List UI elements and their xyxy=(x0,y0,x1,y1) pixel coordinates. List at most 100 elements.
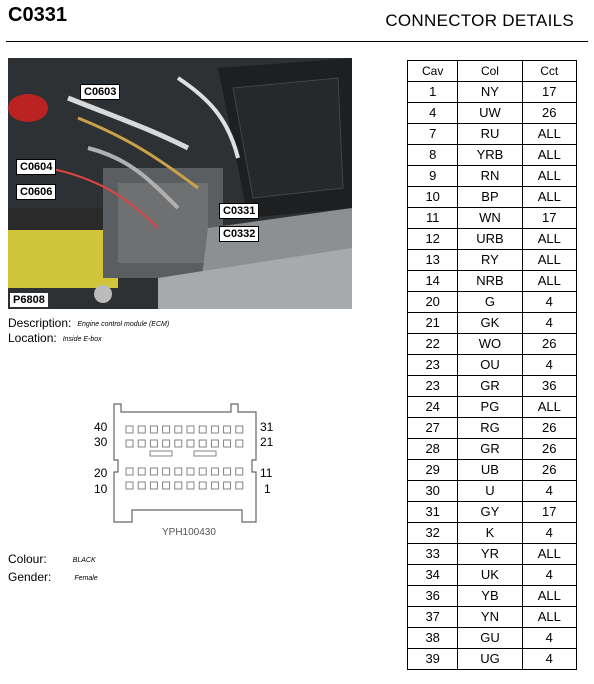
callout-c0332: C0332 xyxy=(219,226,260,242)
cell-cct: ALL xyxy=(521,585,578,607)
pin-label-1: 1 xyxy=(264,482,271,496)
pin-cavity xyxy=(149,467,158,476)
cell-col: NY xyxy=(457,81,523,103)
cell-col: PG xyxy=(457,396,523,418)
cell-cct: 26 xyxy=(521,102,578,124)
pin-cavity xyxy=(137,467,146,476)
cell-cav: 10 xyxy=(406,186,459,208)
pin-cavity xyxy=(174,467,183,476)
cell-cct: 4 xyxy=(521,291,578,313)
pin-cavity xyxy=(198,439,207,448)
description-value: Engine control module (ECM) xyxy=(77,321,170,328)
cell-cav: 23 xyxy=(406,375,459,397)
cell-cct: ALL xyxy=(521,165,578,187)
cell-cav: 32 xyxy=(406,522,459,544)
pin-cavity xyxy=(186,425,195,434)
callout-c0604: C0604 xyxy=(16,159,57,175)
cell-cav: 8 xyxy=(406,144,459,166)
cell-col: YN xyxy=(457,606,523,628)
engine-bay-photo: C0603 C0604 C0606 C0331 C0332 P6808 xyxy=(8,58,352,309)
header-cct: Cct xyxy=(521,60,578,82)
pin-cavity xyxy=(174,425,183,434)
cell-cav: 36 xyxy=(406,585,459,607)
cell-col: URB xyxy=(457,228,523,250)
pin-cavity xyxy=(125,425,134,434)
cell-cct: 17 xyxy=(521,81,578,103)
pin-cavity xyxy=(149,481,158,490)
pin-label-11: 11 xyxy=(260,466,273,480)
photo-id: P6808 xyxy=(10,293,48,307)
cell-cct: ALL xyxy=(521,144,578,166)
cell-cct: 26 xyxy=(521,459,578,481)
cell-cct: 17 xyxy=(521,207,578,229)
cell-cct: ALL xyxy=(521,396,578,418)
cell-cct: ALL xyxy=(521,270,578,292)
cell-col: GR xyxy=(457,438,523,460)
cell-cav: 1 xyxy=(406,81,459,103)
cell-col: GK xyxy=(457,312,523,334)
cell-cav: 4 xyxy=(406,102,459,124)
pin-cavity xyxy=(174,481,183,490)
pin-cavity xyxy=(223,425,232,434)
gender-row: Gender:Female xyxy=(8,570,98,584)
pin-cavity xyxy=(235,425,244,434)
cell-col: BP xyxy=(457,186,523,208)
colour-label: Colour: xyxy=(8,552,47,566)
cell-cav: 28 xyxy=(406,438,459,460)
pin-cavity xyxy=(210,425,219,434)
pin-cavity xyxy=(125,439,134,448)
pin-cavity xyxy=(210,439,219,448)
pin-cavity xyxy=(223,481,232,490)
cell-cct: 4 xyxy=(521,354,578,376)
pin-label-21: 21 xyxy=(260,435,274,449)
cell-col: UG xyxy=(457,648,523,670)
cell-col: WN xyxy=(457,207,523,229)
pin-cavity xyxy=(125,467,134,476)
figure-id: YPH100430 xyxy=(162,527,216,538)
pin-cavity xyxy=(223,467,232,476)
connector-outline xyxy=(113,403,257,523)
cell-col: RU xyxy=(457,123,523,145)
pin-label-40: 40 xyxy=(94,420,108,434)
cell-cct: 36 xyxy=(521,375,578,397)
cell-cav: 34 xyxy=(406,564,459,586)
pin-cavity xyxy=(210,467,219,476)
pin-cavity xyxy=(149,425,158,434)
cell-col: RY xyxy=(457,249,523,271)
cell-col: YB xyxy=(457,585,523,607)
cell-col: GY xyxy=(457,501,523,523)
pin-cavity xyxy=(162,481,171,490)
pin-label-31: 31 xyxy=(260,420,274,434)
pin-cavity xyxy=(198,425,207,434)
cell-cct: 26 xyxy=(521,333,578,355)
section-title: CONNECTOR DETAILS xyxy=(385,11,574,30)
pin-cavity xyxy=(186,439,195,448)
connector-code: C0331 xyxy=(8,4,67,26)
location-value: Inside E-box xyxy=(62,336,102,343)
cell-cct: ALL xyxy=(521,123,578,145)
cell-cct: 4 xyxy=(521,312,578,334)
pin-cavity xyxy=(125,481,134,490)
cell-cav: 39 xyxy=(406,648,459,670)
cell-cav: 9 xyxy=(406,165,459,187)
photo-illustration xyxy=(8,58,352,309)
cell-col: K xyxy=(457,522,523,544)
cell-cav: 12 xyxy=(406,228,459,250)
pin-cavity xyxy=(210,481,219,490)
header-col: Col xyxy=(457,60,523,82)
pin-cavity xyxy=(162,425,171,434)
description-row: Description:Engine control module (ECM) xyxy=(8,316,169,330)
